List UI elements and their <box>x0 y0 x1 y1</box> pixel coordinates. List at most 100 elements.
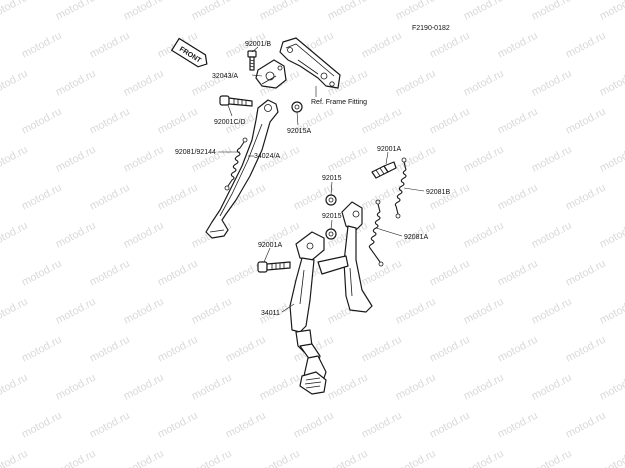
watermark-text: motod.ru <box>190 372 234 403</box>
watermark-text: motod.ru <box>0 220 30 251</box>
watermark-text: motod.ru <box>428 106 472 137</box>
watermark-text: motod.ru <box>122 144 166 175</box>
watermark-text: motod.ru <box>598 68 625 99</box>
watermark-text: motod.ru <box>224 410 268 441</box>
watermark-text: motod.ru <box>88 30 132 61</box>
label-92001a-left: 92001A <box>258 242 282 249</box>
watermark-text: motod.ru <box>224 334 268 365</box>
watermark-text: motod.ru <box>496 106 540 137</box>
center-stand-34011 <box>289 201 373 395</box>
watermark-text: motod.ru <box>20 258 64 289</box>
watermark-text: motod.ru <box>360 334 404 365</box>
watermark-text: motod.ru <box>20 334 64 365</box>
label-34011: 34011 <box>261 310 280 317</box>
watermark-text: motod.ru <box>292 410 336 441</box>
label-92001-b: 92001/B <box>245 41 271 48</box>
label-92081-92144: 92081/92144 <box>175 149 216 156</box>
bolt-92001a-right <box>371 161 397 179</box>
nut-92015-mid <box>325 228 337 240</box>
label-92015-mid: 92015 <box>322 213 342 220</box>
watermark-text: motod.ru <box>530 372 574 403</box>
watermark-text: motod.ru <box>54 144 98 175</box>
nut-92015-a <box>291 101 303 113</box>
watermark-text: motod.ru <box>428 410 472 441</box>
watermark-text: motod.ru <box>598 372 625 403</box>
watermark-text: motod.ru <box>428 182 472 213</box>
label-92015-top: 92015 <box>322 175 342 182</box>
watermark-text: motod.ru <box>394 448 438 468</box>
watermark-text: motod.ru <box>360 410 404 441</box>
watermark-text: motod.ru <box>530 68 574 99</box>
watermark-text: motod.ru <box>462 448 506 468</box>
watermark-text: motod.ru <box>564 410 608 441</box>
label-92001-cd: 92001C/D <box>214 119 246 126</box>
watermark-text: motod.ru <box>88 410 132 441</box>
watermark-text: motod.ru <box>598 448 625 468</box>
watermark-text: motod.ru <box>326 144 370 175</box>
side-stand-34024-a <box>205 99 279 239</box>
bracket-32043-a <box>255 59 287 89</box>
label-ref-frame-fitting: Ref. Frame Fitting <box>311 99 367 106</box>
bolt-92001-cd <box>219 95 253 107</box>
watermark-text: motod.ru <box>564 182 608 213</box>
watermark-text: motod.ru <box>122 0 166 23</box>
watermark-text: motod.ru <box>0 68 30 99</box>
watermark-text: motod.ru <box>496 182 540 213</box>
watermark-text: motod.ru <box>530 448 574 468</box>
watermark-text: motod.ru <box>20 106 64 137</box>
watermark-text: motod.ru <box>190 0 234 23</box>
watermark-text: motod.ru <box>156 410 200 441</box>
watermark-text: motod.ru <box>394 68 438 99</box>
watermark-text: motod.ru <box>258 372 302 403</box>
watermark-text: motod.ru <box>564 106 608 137</box>
watermark-text: motod.ru <box>462 372 506 403</box>
bolt-92001-b <box>247 50 257 71</box>
watermark-text: motod.ru <box>530 296 574 327</box>
watermark-text: motod.ru <box>394 0 438 23</box>
diagram-code: F2190-0182 <box>412 25 450 32</box>
frame-fitting-bracket <box>279 37 341 89</box>
watermark-text: motod.ru <box>428 258 472 289</box>
spring-92081-a <box>368 199 384 267</box>
watermark-text: motod.ru <box>496 334 540 365</box>
watermark-text: motod.ru <box>122 296 166 327</box>
watermark-text: motod.ru <box>462 0 506 23</box>
watermark-text: motod.ru <box>122 68 166 99</box>
watermark-text: motod.ru <box>190 448 234 468</box>
watermark-text: motod.ru <box>156 334 200 365</box>
watermark-text: motod.ru <box>122 220 166 251</box>
watermark-text: motod.ru <box>326 448 370 468</box>
watermark-text: motod.ru <box>598 220 625 251</box>
label-92081-a: 92081A <box>404 234 428 241</box>
watermark-text: motod.ru <box>20 410 64 441</box>
watermark-text: motod.ru <box>122 448 166 468</box>
watermark-text: motod.ru <box>20 30 64 61</box>
watermark-text: motod.ru <box>20 182 64 213</box>
watermark-text: motod.ru <box>156 258 200 289</box>
watermark-text: motod.ru <box>360 30 404 61</box>
watermark-text: motod.ru <box>530 0 574 23</box>
watermark-text: motod.ru <box>54 296 98 327</box>
watermark-text: motod.ru <box>496 30 540 61</box>
watermark-text: motod.ru <box>394 372 438 403</box>
watermark-text: motod.ru <box>564 30 608 61</box>
watermark-text: motod.ru <box>462 296 506 327</box>
nut-92015-top <box>325 194 337 206</box>
part-labels: 92001/B 32043/A 92001C/D 92015A Ref. Fra… <box>175 41 450 317</box>
watermark-text: motod.ru <box>598 296 625 327</box>
watermark-text: motod.ru <box>462 220 506 251</box>
label-34024-a: 34024/A <box>254 153 280 160</box>
watermark-text: motod.ru <box>88 258 132 289</box>
watermark-text: motod.ru <box>326 372 370 403</box>
bolt-92001a-left <box>257 261 291 273</box>
watermark-text: motod.ru <box>0 144 30 175</box>
watermark-text: motod.ru <box>54 448 98 468</box>
watermark-text: motod.ru <box>598 0 625 23</box>
watermark-text: motod.ru <box>0 448 30 468</box>
watermark-text: motod.ru <box>190 296 234 327</box>
watermark-text: motod.ru <box>258 0 302 23</box>
watermark-text: motod.ru <box>0 296 30 327</box>
label-92081-b: 92081B <box>426 189 450 196</box>
